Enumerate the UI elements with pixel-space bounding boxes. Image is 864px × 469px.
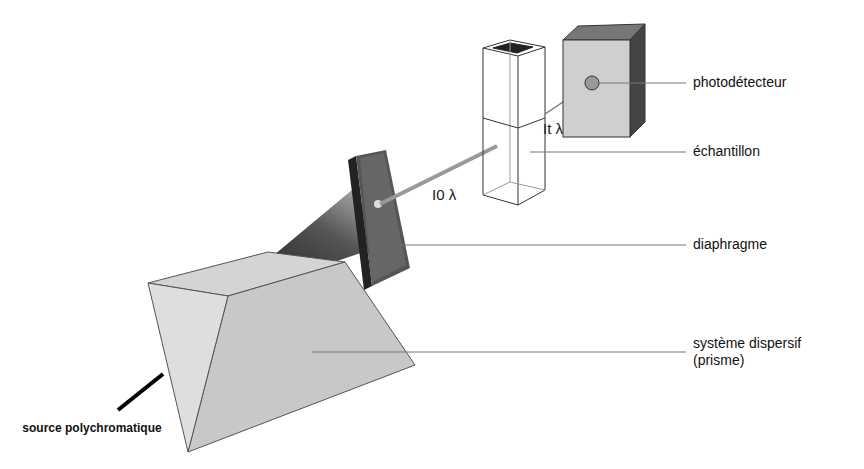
part-label: échantillon — [693, 143, 853, 160]
cuvette — [483, 40, 545, 205]
part-label: diaphragme — [693, 236, 853, 253]
source-beam — [118, 374, 163, 410]
photodetector — [563, 24, 645, 137]
diaphragm — [348, 150, 410, 290]
beam-label: I0 λ — [432, 186, 492, 204]
part-label: photodétecteur — [693, 74, 853, 91]
leader-lines — [312, 83, 686, 352]
part-label: système dispersif (prisme) — [693, 335, 818, 369]
incident-beam — [380, 146, 497, 204]
beam-label: It λ — [543, 120, 593, 138]
source-label: source polychromatique — [22, 421, 162, 435]
